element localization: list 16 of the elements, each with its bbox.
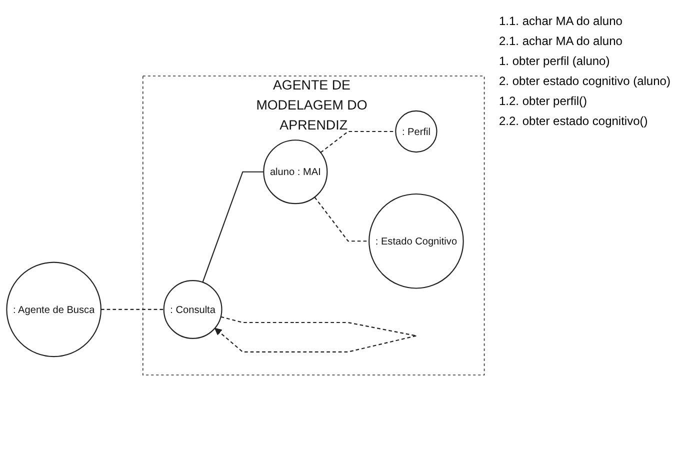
message-label: 2. obter estado cognitivo (aluno) (499, 74, 672, 88)
message-label: 2.2. obter estado cognitivo() (499, 114, 649, 128)
message-label: 2.1. achar MA do aluno (499, 34, 624, 48)
message-label: 1.2. obter perfil() (499, 94, 588, 108)
node-circle: : Perfil (395, 110, 438, 153)
connector (100, 308, 164, 310)
node-circle: : Agente de Busca (6, 262, 102, 358)
connector (202, 171, 264, 282)
node-circle: : Consulta (163, 280, 222, 339)
connector (314, 196, 370, 242)
message-label: 1.1. achar MA do aluno (499, 14, 624, 28)
node-circle: aluno : MAI (263, 140, 328, 204)
arrow (214, 316, 416, 352)
connector (320, 130, 396, 153)
message-label: 1. obter perfil (aluno) (499, 54, 611, 68)
node-circle: : Estado Cognitivo (368, 193, 464, 289)
